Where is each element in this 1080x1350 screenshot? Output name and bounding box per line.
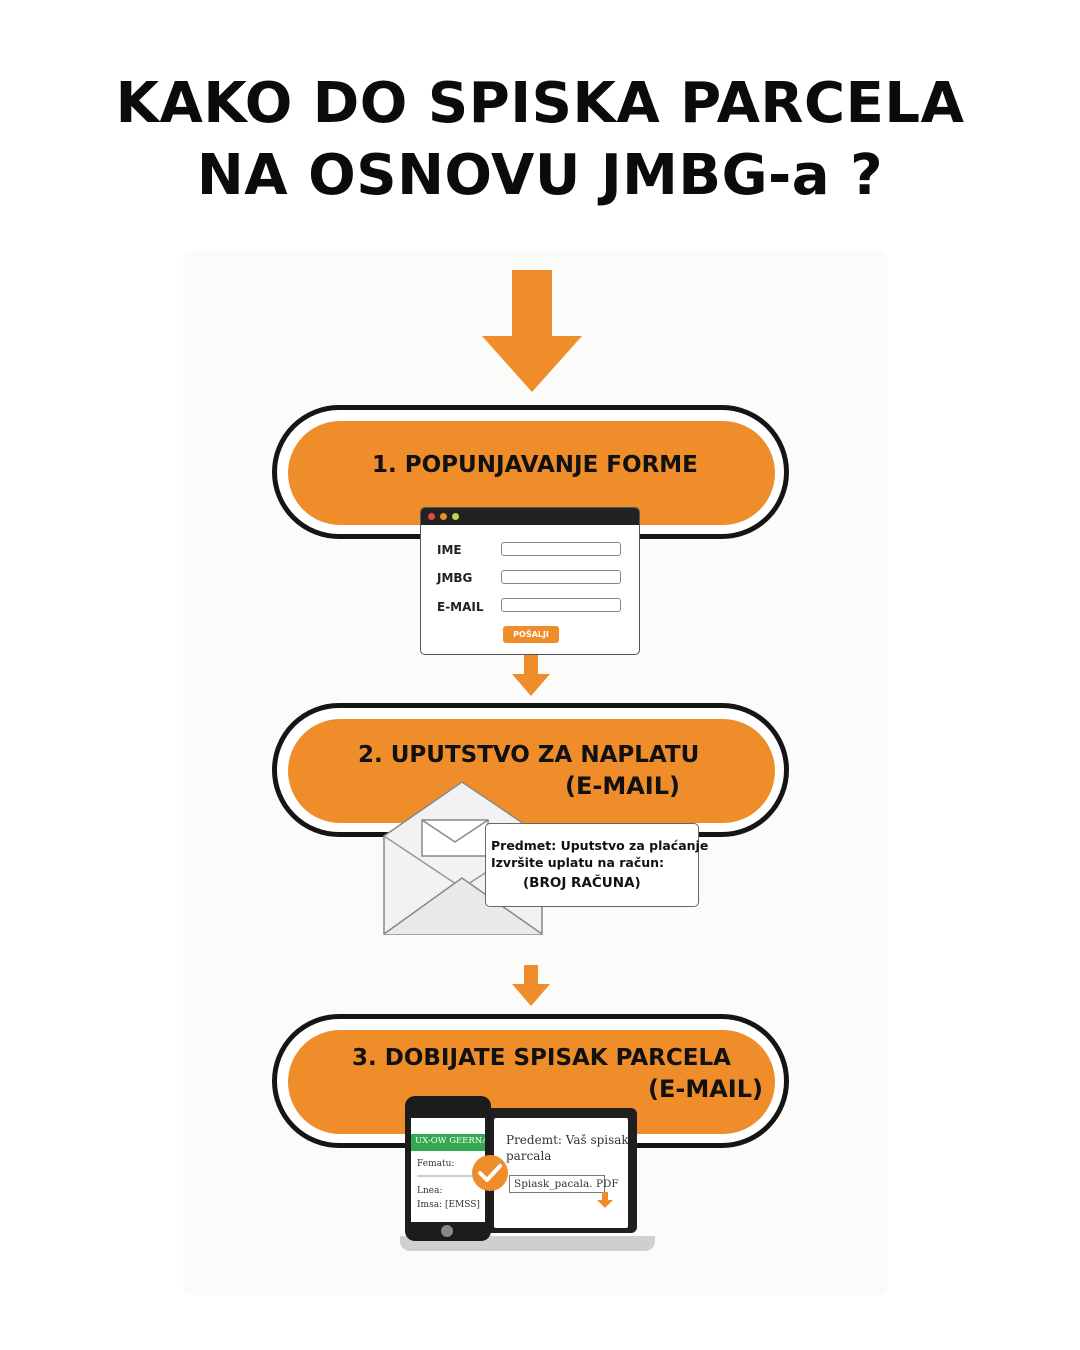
phone-divider [417,1175,477,1177]
arrow-down-icon [482,270,582,392]
attachment-name: Spiask_pacala. PDF [514,1178,619,1190]
step-2-label: 2. UPUTSTVO ZA NAPLATU [358,742,700,768]
phone-header-bar: UX-OW GEERNA [411,1134,485,1151]
laptop-email-subject-2: parcala [506,1149,552,1163]
page-title: KAKO DO SPISKA PARCELA NA OSNOVU JMBG-a … [0,68,1080,212]
form-label-email: E-MAIL [437,600,484,614]
payment-account: (BROJ RAČUNA) [523,875,641,891]
form-field-ime [501,542,621,556]
form-submit-button: POŠALJI [503,626,559,643]
step-3-sublabel: (E-MAIL) [648,1075,763,1103]
title-line-1: KAKO DO SPISKA PARCELA [115,71,965,136]
payment-instructions-card: Predmet: Uputstvo za plaćanje Izvršite u… [485,823,708,907]
laptop-screen: Predemt: Vaš spisak parcala Spiask_pacal… [494,1118,628,1228]
phone-line-3: Imsa: [EMSS] [417,1200,480,1210]
download-arrow-icon [597,1192,613,1208]
minimize-dot-icon [440,513,447,520]
payment-instruction: Izvršite uplatu na račun: [491,855,665,870]
form-field-jmbg [501,570,621,584]
step-2-pill [288,719,775,823]
step-3-label: 3. DOBIJATE SPISAK PARCELA [352,1045,731,1071]
phone-screen: UX-OW GEERNA Fematu: Lnea: Imsa: [EMSS] [411,1118,485,1222]
maximize-dot-icon [452,513,459,520]
browser-window-icon: IME JMBG E-MAIL POŠALJI [420,507,640,655]
laptop-email-subject: Predemt: Vaš spisak [506,1133,628,1147]
phone-home-button [441,1225,453,1237]
phone-line-2: Lnea: [417,1186,443,1196]
form-field-email [501,598,621,612]
window-titlebar [421,508,639,525]
checkmark-icon [472,1155,508,1191]
title-line-2: NA OSNOVU JMBG-a ? [196,143,884,208]
arrow-down-icon [512,965,550,1006]
form-label-jmbg: JMBG [437,571,473,585]
close-dot-icon [428,513,435,520]
phone-line-1: Fematu: [417,1159,455,1169]
form-label-ime: IME [437,543,462,557]
step-1-label: 1. POPUNJAVANJE FORME [372,452,698,478]
attachment-box: Spiask_pacala. PDF [509,1175,619,1193]
step-2-sublabel: (E-MAIL) [565,772,680,800]
payment-subject: Predmet: Uputstvo za plaćanje [491,838,709,853]
phone-header-text: UX-OW GEERNA [415,1136,485,1146]
arrow-down-icon [512,655,550,696]
